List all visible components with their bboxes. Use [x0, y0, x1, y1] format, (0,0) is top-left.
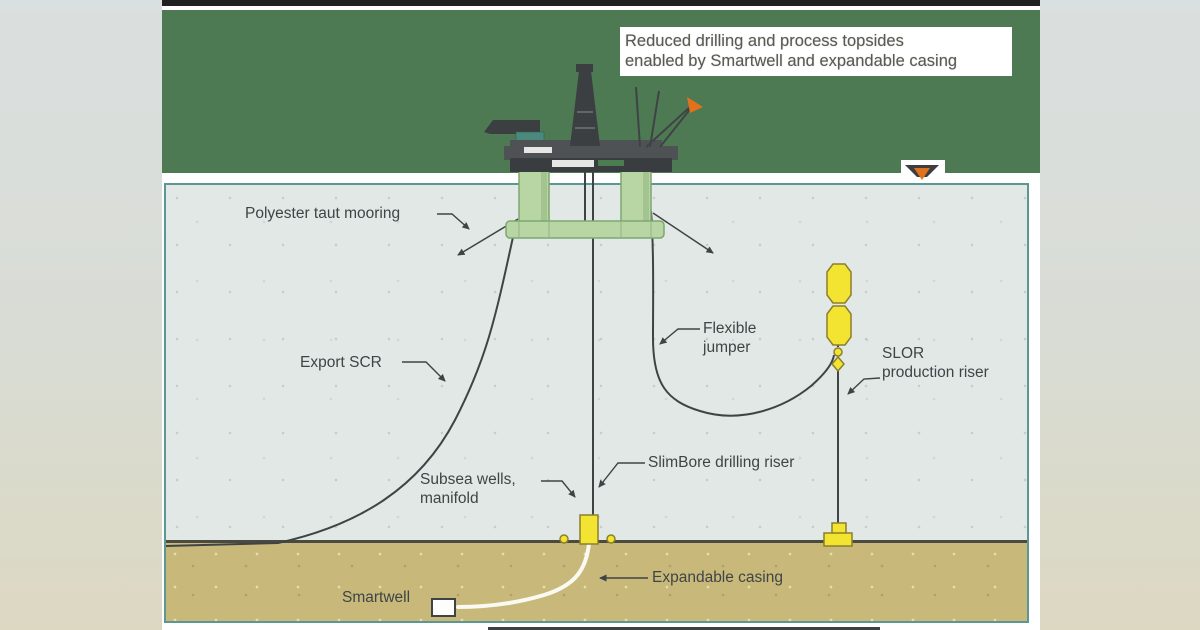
figure-bottom-bar	[488, 627, 880, 630]
diagram-canvas	[165, 64, 945, 617]
derrick-bracing	[575, 111, 595, 129]
subsea-wellhead	[559, 514, 616, 545]
figure-top-bar	[162, 0, 1040, 6]
pontoon-seams	[518, 222, 652, 237]
slimbore-leader	[598, 462, 645, 488]
water-panel	[164, 183, 1029, 623]
offshore-diagram-figure: Reduced drilling and process topsides en…	[162, 0, 1040, 630]
helideck	[484, 120, 540, 134]
export-scr-line	[165, 236, 514, 547]
flexible-jumper-leader	[659, 328, 700, 345]
label-smartwell: Smartwell	[342, 589, 411, 606]
deck-detail	[552, 160, 594, 167]
expandable-casing-line	[456, 542, 591, 609]
label-subsea-wells-manifold: Subsea wells, manifold	[420, 471, 516, 507]
mooring-leader	[437, 213, 470, 230]
buoyancy-cans	[826, 263, 852, 373]
label-expandable-casing: Expandable casing	[652, 569, 783, 586]
label-flexible-jumper: Flexible jumper	[703, 320, 757, 356]
figure-note: Reduced drilling and process topsides en…	[620, 27, 1012, 76]
derrick	[570, 71, 600, 146]
label-export-scr: Export SCR	[300, 354, 382, 371]
seabed	[166, 540, 1027, 621]
deck-masts	[635, 86, 660, 148]
deck-detail	[598, 160, 624, 166]
label-slimbore-drilling-riser: SlimBore drilling riser	[648, 454, 795, 471]
column-shading	[643, 169, 649, 224]
semi-submersible-platform	[484, 64, 703, 239]
figure-note-line2: enabled by Smartwell and expandable casi…	[625, 52, 958, 70]
subsea-wells-leader	[541, 480, 576, 498]
column-shading	[541, 169, 547, 224]
flare-flame-icon	[687, 97, 703, 113]
flare-boom	[645, 106, 692, 148]
leader-arrows	[402, 213, 881, 582]
derrick-crown	[576, 64, 593, 72]
label-slor-production-riser: SLOR production riser	[882, 345, 989, 381]
label-polyester-taut-mooring: Polyester taut mooring	[245, 205, 401, 222]
deck-detail	[524, 147, 552, 153]
surface-marker-icon	[901, 160, 945, 183]
slor-leader	[847, 377, 881, 395]
figure-note-line1: Reduced drilling and process topsides	[625, 32, 904, 50]
flexible-jumper-line	[650, 210, 835, 417]
smartwell-device	[431, 598, 456, 617]
platform-pontoon	[505, 220, 665, 239]
slor-riser-base	[823, 522, 853, 547]
export-scr-leader	[402, 361, 446, 382]
